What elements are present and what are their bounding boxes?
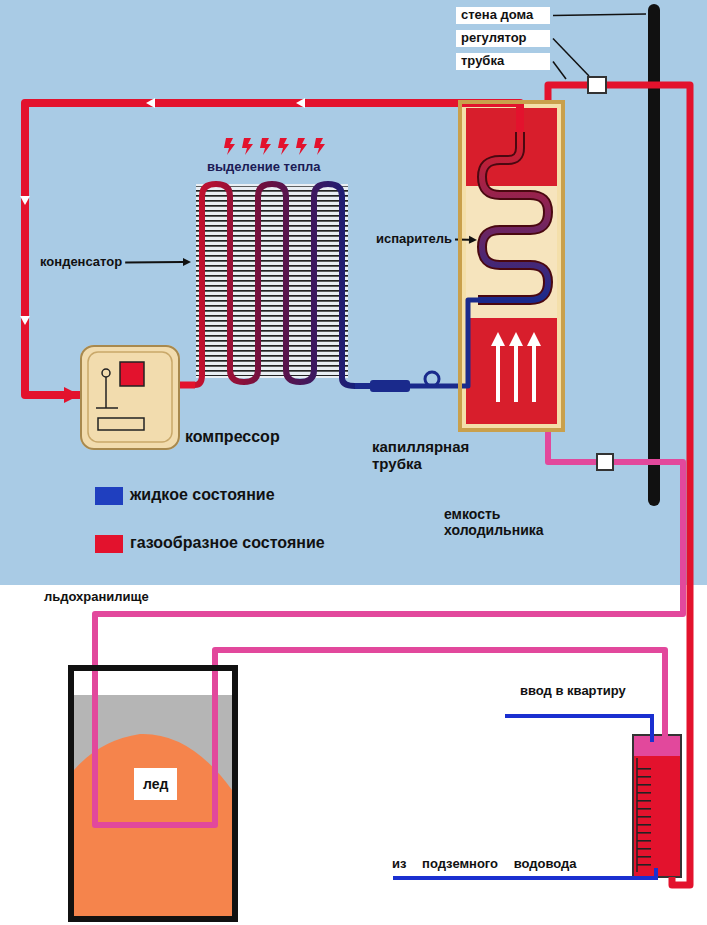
- leader-line: [553, 14, 646, 15]
- pipe-connector: [548, 85, 587, 100]
- air-flow-arrow: [496, 342, 500, 402]
- compressor-port: [120, 362, 144, 386]
- ice-storage-label: льдохранилище: [44, 590, 149, 605]
- capillary-tube: капиллярная трубка: [370, 380, 410, 392]
- exchanger-scale: [636, 758, 638, 872]
- compressor-base: [98, 418, 144, 430]
- compressor-body: [80, 345, 180, 450]
- lower-regulator: [597, 454, 613, 470]
- evaporator-outline: [478, 132, 548, 300]
- ice-loop-pipe: [95, 650, 665, 825]
- tube-label: трубка: [456, 53, 550, 70]
- air-flow-arrow: [514, 342, 518, 402]
- fridge-box: емкость холодильникаиспаритель: [458, 100, 565, 432]
- heat-symbol: [314, 138, 325, 155]
- flow-arrow: [296, 98, 305, 108]
- wall-label: стена дома: [456, 7, 550, 24]
- fridge-bottom-zone: [466, 318, 557, 424]
- heat-label: выделение тепла: [207, 160, 321, 175]
- legend-swatch: [95, 535, 123, 553]
- apartment-inlet-label: ввод в квартиру: [520, 684, 626, 699]
- exchanger-tank: [633, 735, 681, 877]
- air-flow-arrow: [527, 332, 541, 346]
- ice-label: лед: [143, 776, 168, 792]
- compressor-lever: [102, 369, 110, 377]
- evaporator-tube: [478, 132, 548, 300]
- apartment-water-pipe: [505, 716, 652, 742]
- compressor-inner: [88, 352, 172, 442]
- flow-arrow: [146, 98, 155, 108]
- regulator-label: регулятор: [456, 30, 550, 47]
- air-flow-arrow: [532, 342, 536, 402]
- leader-line: [553, 38, 589, 76]
- flow-arrow: [20, 196, 30, 205]
- ice-box: лед: [134, 768, 177, 800]
- exchanger-scale: [637, 762, 651, 872]
- capillary-label: капиллярная трубка: [372, 438, 497, 473]
- condenser-label: конденсатор: [40, 255, 122, 270]
- regulator-valve: регулятор: [587, 76, 607, 94]
- pipe-connector: [410, 300, 478, 386]
- fridge-interior: [458, 100, 565, 432]
- flow-arrow: [20, 316, 30, 325]
- pipe-connector: [25, 103, 520, 395]
- ice-storage: льдохранилищелед: [68, 665, 238, 922]
- water-main-label: из подземного водовода: [392, 857, 577, 872]
- heat-symbol: [296, 138, 307, 155]
- heat-symbol: [224, 138, 235, 155]
- air-flow-arrow: [491, 332, 505, 346]
- legend-label: газообразное состояние: [130, 534, 325, 552]
- return-tube: [607, 85, 690, 885]
- leader-arrow: [125, 261, 183, 263]
- compressor-label: компрессор: [185, 428, 280, 446]
- legend-label: жидкое состояние: [130, 486, 275, 504]
- evaporator-coil: испаритель: [478, 132, 554, 318]
- heat-symbol: [260, 138, 271, 155]
- compressor-box: компрессор: [80, 345, 180, 450]
- leader-line: [553, 61, 566, 79]
- pipe-connector: [95, 432, 683, 665]
- pipe-connector: [355, 383, 370, 389]
- evaporator-label: испаритель: [376, 232, 452, 247]
- air-flow-arrow: [509, 332, 523, 346]
- capillary-loop: [425, 372, 439, 386]
- fridge-label: емкость холодильника: [444, 506, 579, 538]
- pipe-connector: [180, 382, 195, 389]
- compressor-lever: [105, 377, 107, 408]
- legend-swatch: [95, 487, 123, 505]
- heat-symbol: [242, 138, 253, 155]
- condenser-fins: [196, 186, 348, 376]
- leader-arrow-head: [183, 258, 191, 266]
- heat-symbol: [278, 138, 289, 155]
- house-wall: [648, 4, 660, 506]
- condenser-coil: конденсатор: [195, 180, 355, 392]
- condenser-fin-ground: [196, 184, 348, 378]
- exchanger-tank-top: [634, 736, 680, 756]
- capillary-tube-body: [370, 380, 410, 392]
- sky-ground: [0, 0, 707, 585]
- compressor-lever: [96, 407, 118, 409]
- leader-arrow-head: [469, 236, 477, 244]
- condenser-tube: [195, 184, 355, 386]
